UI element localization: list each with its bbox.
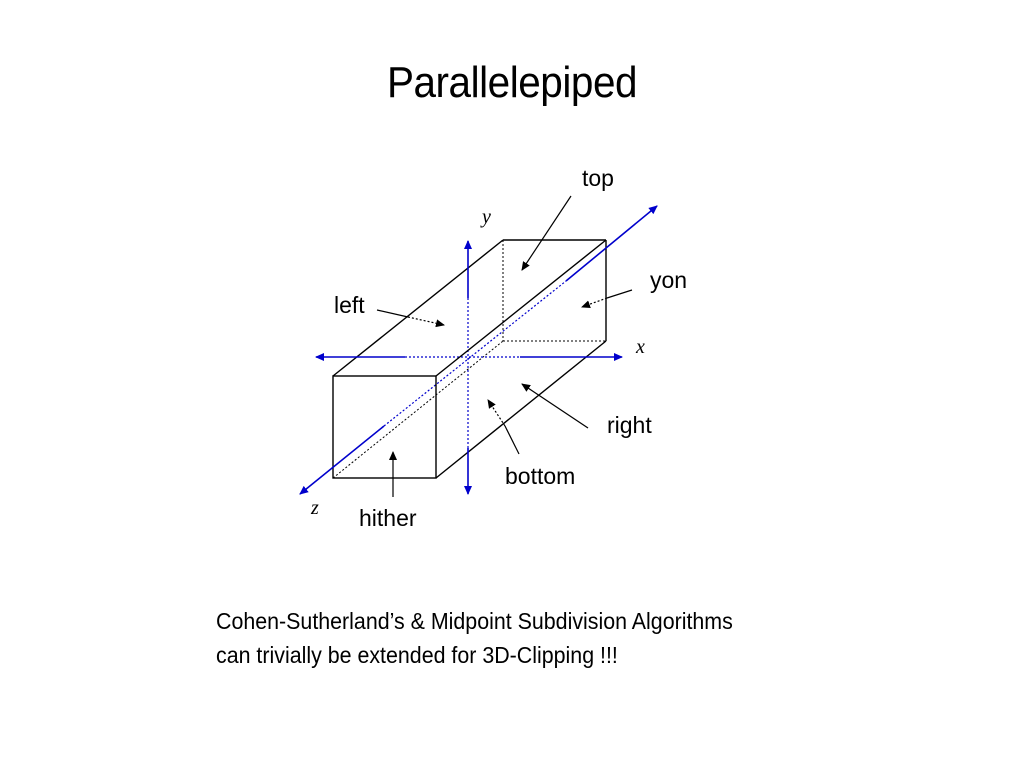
edge-bottom-right [435,340,607,479]
bottom-label: bottom [505,463,575,489]
hither-label: hither [359,505,417,531]
caption-line-2: can trivially be extended for 3D-Clippin… [216,642,618,668]
left-leader-dotted [407,316,445,328]
axes [299,205,658,495]
bottom-leader-dotted [487,399,506,427]
hidden-edge-depth-bottom [332,340,504,479]
yon-label: yon [650,267,687,293]
x-axis-label: x [635,336,645,358]
axis-interior-segments [383,280,567,448]
top-label: top [582,165,614,191]
caption: Cohen-Sutherland’s & Midpoint Subdivisio… [216,604,867,672]
z-axis-label: z [310,497,319,519]
z-axis-interior [383,280,567,427]
z-axis-front [299,425,385,495]
hidden-edges [332,240,606,479]
leaders-solid [389,195,589,497]
bottom-leader-solid [504,425,520,455]
slide-title: Parallelepiped [386,58,638,107]
box-outline [332,239,607,479]
right-leader [521,383,589,429]
z-axis-back [565,205,658,282]
left-leader-solid [376,309,409,318]
right-label: right [607,412,652,438]
top-leader [521,195,572,271]
yon-leader-solid [606,289,633,299]
edge-top-right [435,239,607,377]
caption-line-1: Cohen-Sutherland’s & Midpoint Subdivisio… [216,608,733,634]
edge-top-left [332,239,504,377]
y-axis-label: y [480,206,491,228]
front-face [332,375,437,479]
yon-leader-dotted [581,297,608,309]
leaders-dotted [376,289,633,455]
left-label: left [334,292,365,318]
